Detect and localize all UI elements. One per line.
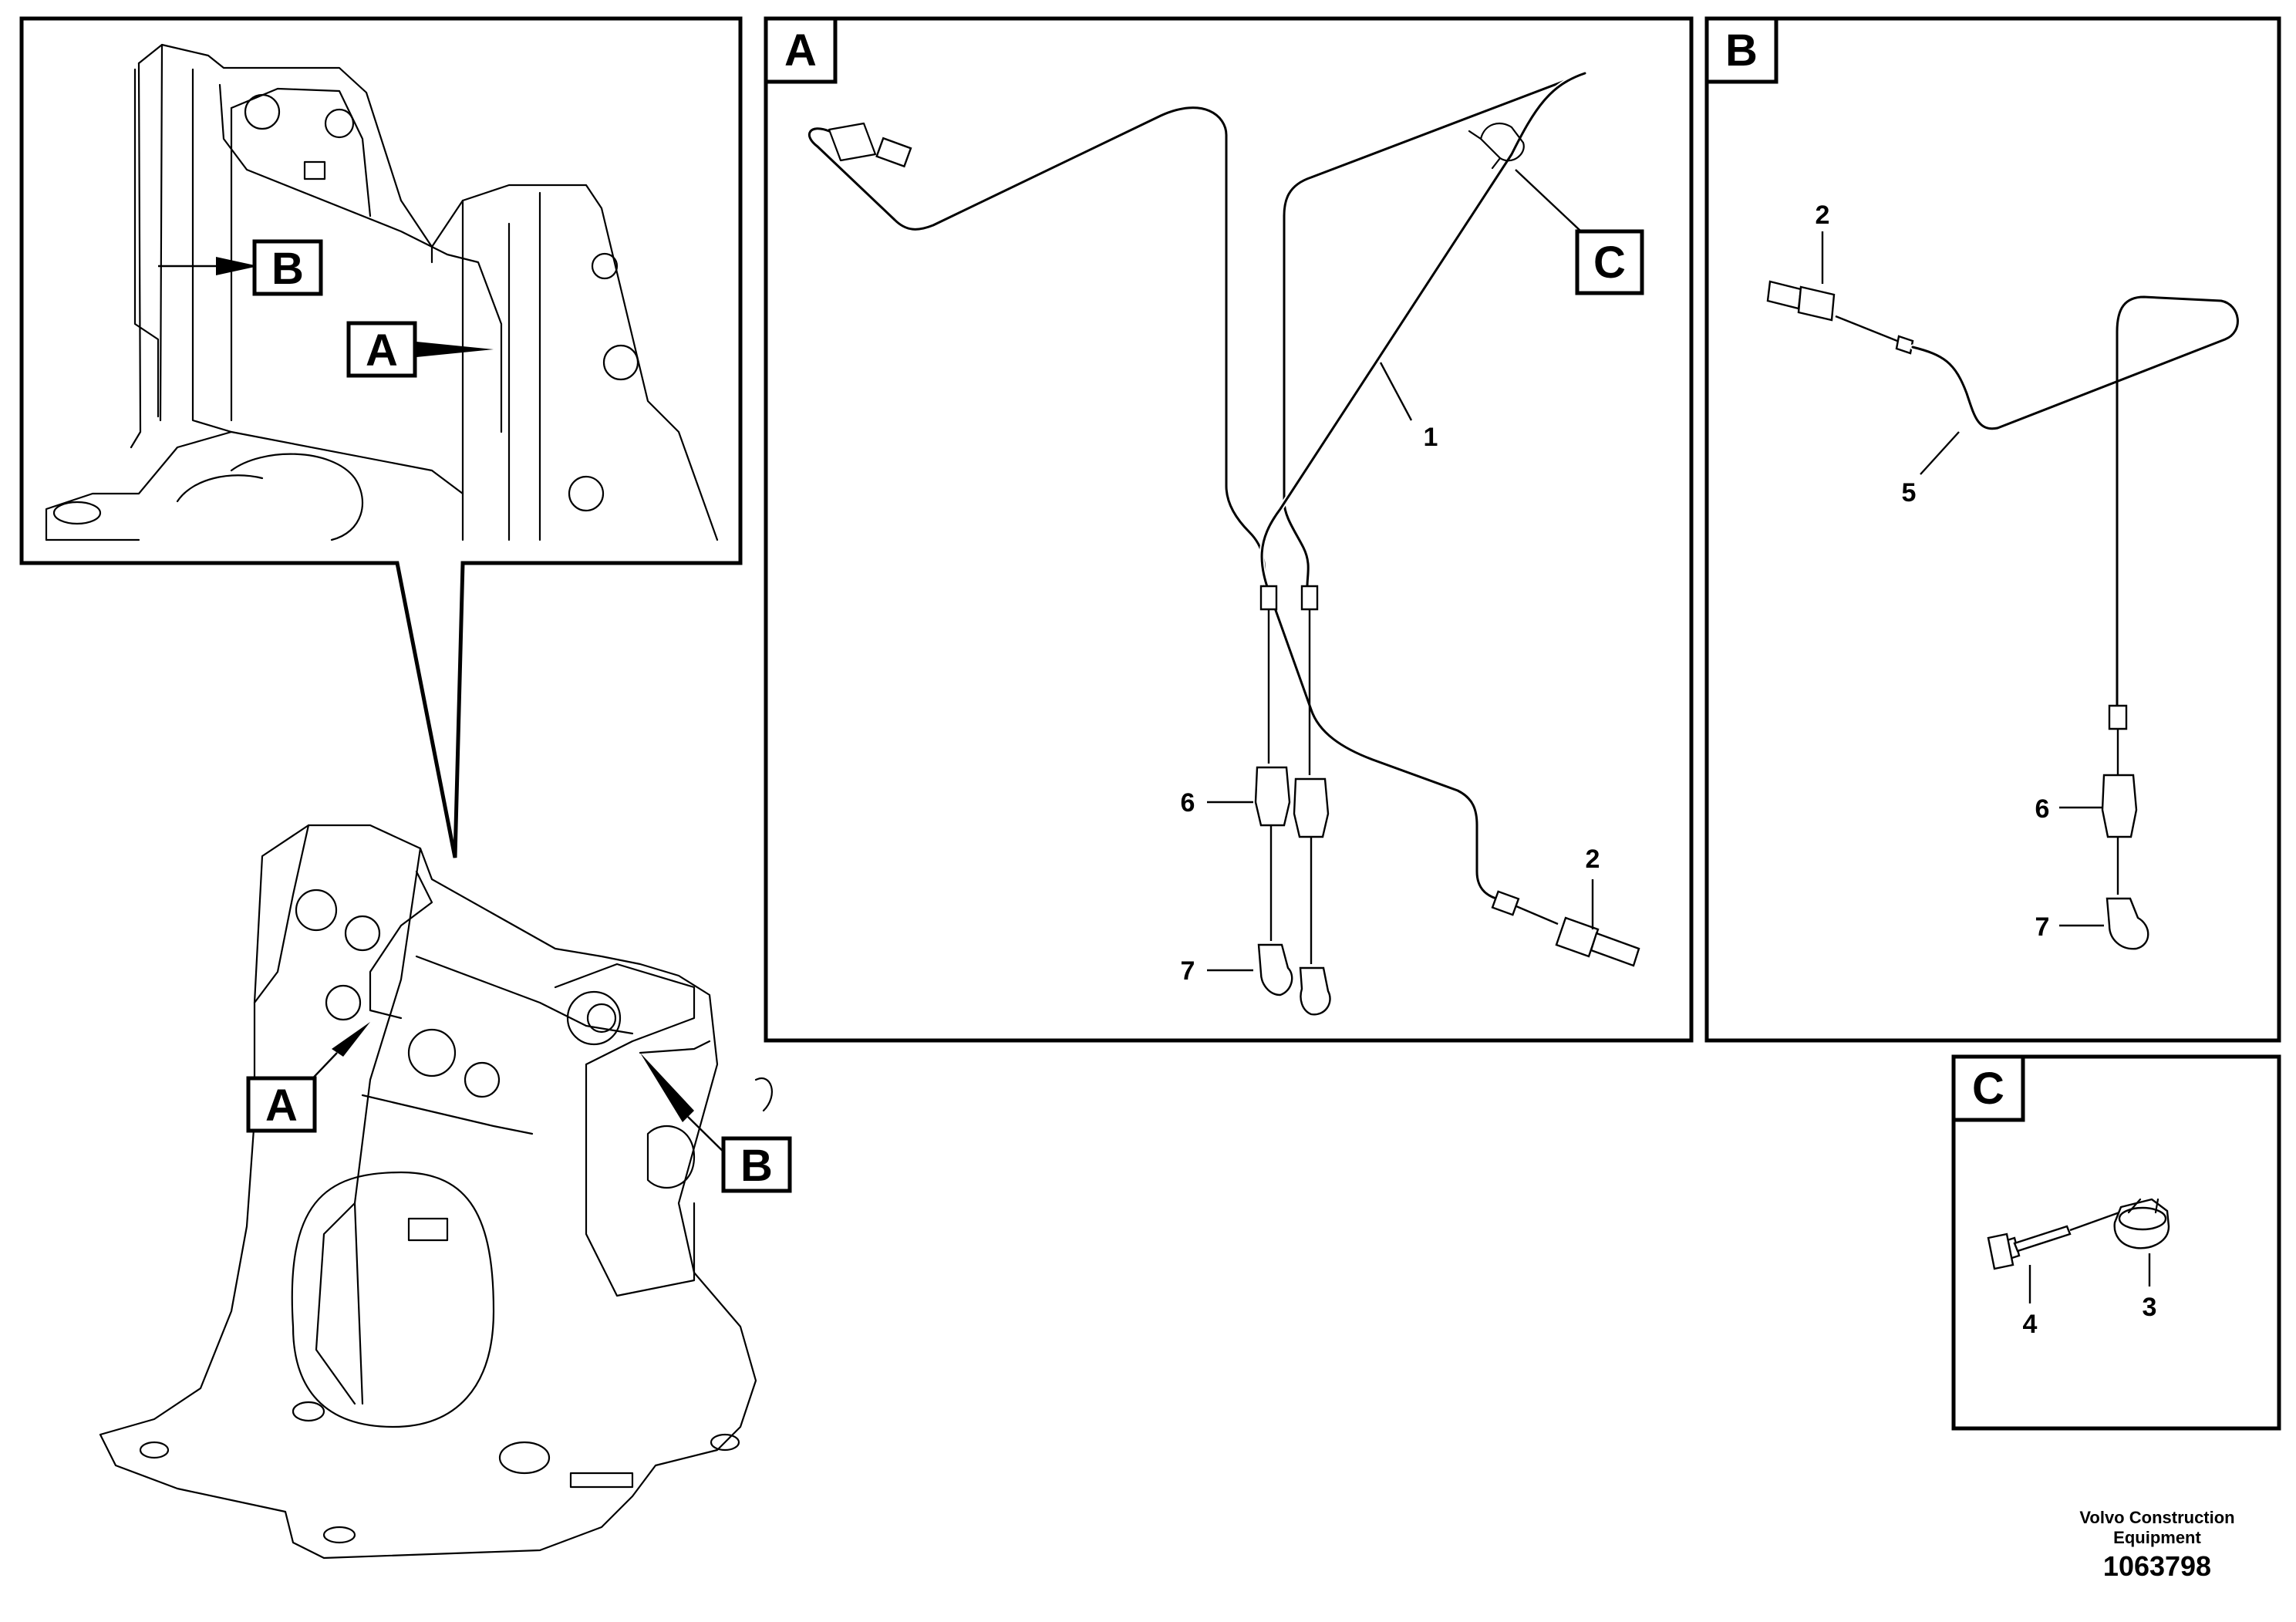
panel-b-callout-7: 7 xyxy=(2035,912,2050,942)
panel-c: C 4 3 xyxy=(1951,1054,2281,1431)
panel-a-callout-2: 2 xyxy=(1586,845,1600,874)
loader-frame-drawing xyxy=(99,824,773,1560)
panel-c-callout-3: 3 xyxy=(2143,1293,2157,1322)
panel-a-title: A xyxy=(784,25,817,76)
panel-a-callout-6: 6 xyxy=(1181,788,1195,818)
panel-c-title: C xyxy=(1972,1064,2004,1114)
panel-a-detail-c-ref: C xyxy=(1593,238,1626,288)
panel-b-callout-2: 2 xyxy=(1816,201,1830,230)
frame-label-a: A xyxy=(265,1081,298,1131)
frame-label-b: B xyxy=(740,1141,773,1191)
brand-caption: Volvo Construction Equipment xyxy=(2072,1508,2242,1548)
overview-label-a: A xyxy=(366,325,398,376)
panel-b: B 2 5 6 7 xyxy=(1704,16,2281,1043)
pipe-1 xyxy=(806,70,1640,1016)
brand-line-1: Volvo Construction xyxy=(2079,1508,2235,1527)
panel-b-callout-5: 5 xyxy=(1902,478,1917,508)
panel-a-callout-1: 1 xyxy=(1424,423,1438,452)
panel-b-callout-6: 6 xyxy=(2035,794,2050,824)
overview-label-b: B xyxy=(271,244,304,294)
document-number: 1063798 xyxy=(2102,1550,2212,1582)
brand-line-2: Equipment xyxy=(2113,1528,2201,1547)
panel-a: A C xyxy=(764,16,1694,1043)
panel-c-callout-4: 4 xyxy=(2023,1310,2038,1339)
overview-inset: B A xyxy=(19,16,743,858)
panel-b-title: B xyxy=(1725,25,1758,76)
panel-a-callout-7: 7 xyxy=(1181,956,1195,986)
inset-frame-drawing xyxy=(45,43,719,541)
